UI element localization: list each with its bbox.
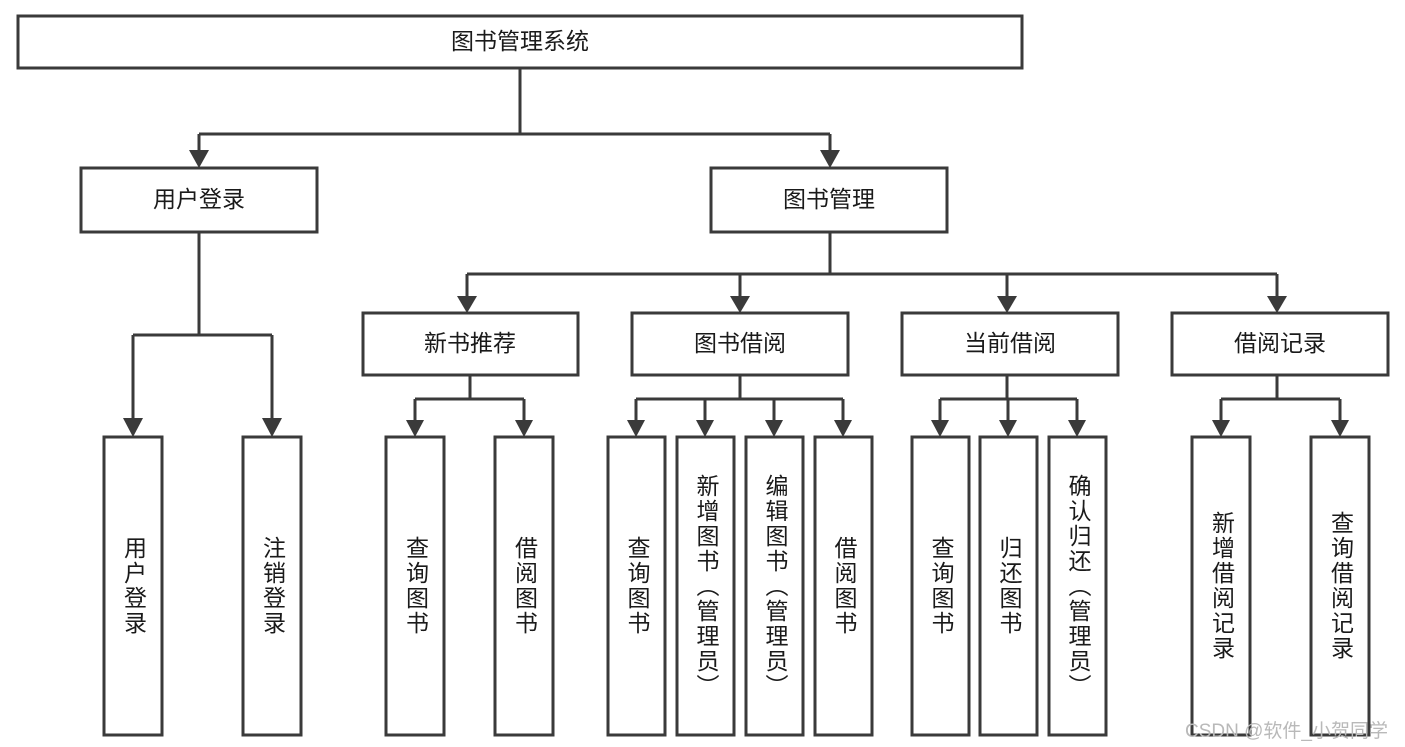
- arrowhead-nb-leaf-2: [515, 420, 533, 437]
- connector-layer: [131, 68, 1342, 420]
- node-box-layer: [16, 14, 1390, 737]
- node-user-login[interactable]: [79, 166, 319, 234]
- node-borrow-record[interactable]: [1170, 311, 1390, 377]
- arrowhead-new-book-recommend: [457, 296, 477, 313]
- arrowhead-bb-leaf-4: [834, 420, 852, 437]
- label-borrow-record: 借阅记录: [1234, 330, 1326, 356]
- arrowhead-borrow-record: [1267, 296, 1287, 313]
- label-book-management: 图书管理: [783, 186, 875, 212]
- arrowhead-bb-leaf-2: [696, 420, 714, 437]
- node-root-book-management-system[interactable]: [16, 14, 1024, 70]
- arrowhead-br-leaf-1: [1212, 420, 1230, 437]
- node-current-borrow[interactable]: [900, 311, 1120, 377]
- arrowhead-current-borrow: [997, 296, 1017, 313]
- node-leaf-bb-query-book[interactable]: [606, 435, 667, 737]
- arrowhead-bb-leaf-1: [627, 420, 645, 437]
- node-leaf-bb-borrow-book[interactable]: [813, 435, 874, 737]
- arrowhead-leaf-logout: [262, 418, 282, 437]
- arrowhead-cb-leaf-3: [1068, 420, 1086, 437]
- arrowhead-cb-leaf-2: [999, 420, 1017, 437]
- node-leaf-cb-confirm-return[interactable]: [1047, 435, 1108, 737]
- arrowhead-nb-leaf-1: [406, 420, 424, 437]
- arrowhead-bb-leaf-3: [765, 420, 783, 437]
- arrowhead-user-login: [189, 150, 209, 168]
- node-leaf-cb-query-book[interactable]: [910, 435, 971, 737]
- node-leaf-cb-return-book[interactable]: [978, 435, 1039, 737]
- node-book-management[interactable]: [709, 166, 949, 234]
- label-user-login: 用户登录: [153, 186, 245, 212]
- label-new-book-recommend: 新书推荐: [424, 330, 516, 356]
- horizontal-label-layer: 图书管理系统 用户登录 图书管理 新书推荐 图书借阅 当前借阅 借阅记录: [153, 28, 1326, 356]
- node-leaf-br-query-record[interactable]: [1309, 435, 1371, 737]
- arrowhead-book-mgmt: [820, 150, 840, 168]
- arrowhead-br-leaf-2: [1331, 420, 1349, 437]
- label-book-borrow: 图书借阅: [694, 330, 786, 356]
- node-book-borrow[interactable]: [630, 311, 850, 377]
- node-leaf-br-add-record[interactable]: [1190, 435, 1252, 737]
- node-leaf-bb-add-book[interactable]: [675, 435, 736, 737]
- label-current-borrow: 当前借阅: [964, 330, 1056, 356]
- node-leaf-bb-edit-book[interactable]: [744, 435, 805, 737]
- arrowhead-book-borrow: [730, 296, 750, 313]
- node-leaf-nb-query-book[interactable]: [384, 435, 446, 737]
- node-leaf-nb-borrow-book[interactable]: [493, 435, 555, 737]
- label-root: 图书管理系统: [451, 28, 589, 54]
- node-leaf-logout[interactable]: [241, 435, 303, 737]
- node-leaf-user-login[interactable]: [102, 435, 164, 737]
- node-new-book-recommend[interactable]: [361, 311, 580, 377]
- watermark-text: CSDN @软件_小贺同学: [1185, 721, 1388, 742]
- arrowhead-leaf-user-login: [123, 418, 143, 437]
- arrowhead-layer: [123, 150, 1349, 437]
- arrowhead-cb-leaf-1: [931, 420, 949, 437]
